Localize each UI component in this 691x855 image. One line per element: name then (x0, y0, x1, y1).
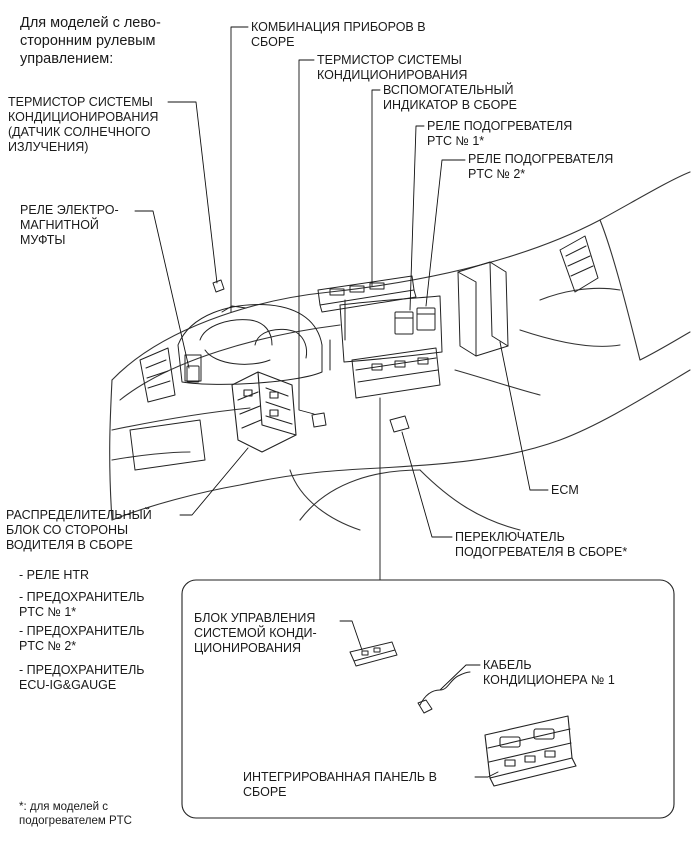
junction-block-item-ecu-ig-gauge-fuse: - ПРЕДОХРАНИТЕЛЬ ECU-IG&GAUGE (19, 663, 145, 693)
label-line: РАСПРЕДЕЛИТЕЛЬНЫЙ (6, 508, 152, 522)
left-air-vent (139, 347, 176, 403)
label-combination-meter: КОМБИНАЦИЯ ПРИБОРОВ В СБОРЕ (251, 20, 426, 50)
junction-block-item-ptc-fuse-1: - ПРЕДОХРАНИТЕЛЬ PTC № 1* (19, 590, 145, 620)
glovebox-outline (129, 419, 206, 471)
label-line: СБОРЕ (251, 35, 295, 49)
label-ecm: ECM (551, 483, 579, 498)
inset-ac-cable (417, 671, 471, 714)
label-line: ВОДИТЕЛЯ В СБОРЕ (6, 538, 133, 552)
label-line: РЕЛЕ ПОДОГРЕВАТЕЛЯ (468, 152, 614, 166)
title-line: Для моделей с лево- (20, 15, 161, 31)
label-heater-switch: ПЕРЕКЛЮЧАТЕЛЬ ПОДОГРЕВАТЕЛЯ В СБОРЕ* (455, 530, 627, 560)
label-line: КОНДИЦИОНЕРА № 1 (483, 673, 615, 687)
label-line: PTC № 1* (19, 605, 77, 619)
label-line: КОМБИНАЦИЯ ПРИБОРОВ В (251, 20, 426, 34)
label-line: ВСПОМОГАТЕЛЬНЫЙ (383, 83, 514, 97)
label-line: ТЕРМИСТОР СИСТЕМЫ (8, 95, 153, 109)
label-line: КАБЕЛЬ (483, 658, 532, 672)
title-line: управлением: (20, 51, 114, 67)
right-air-vent (559, 235, 599, 293)
diagram-title: Для моделей с лево- сторонним рулевым уп… (20, 14, 161, 68)
label-line: МАГНИТНОЙ (20, 218, 99, 232)
junction-block-item-htr-relay: - РЕЛЕ HTR (19, 568, 89, 583)
label-line: ИЗЛУЧЕНИЯ) (8, 140, 89, 154)
auxiliary-indicator (317, 275, 417, 313)
label-ptc-relay-1: РЕЛЕ ПОДОГРЕВАТЕЛЯ PTC № 1* (427, 119, 572, 149)
inset-ac-control-block (349, 641, 398, 667)
dashboard-outline (109, 171, 691, 531)
label-line: СБОРЕ (243, 785, 287, 799)
label-integrated-panel: ИНТЕГРИРОВАННАЯ ПАНЕЛЬ В СБОРЕ (243, 770, 437, 800)
footnote: *: для моделей с подогревателем PTC (19, 800, 132, 828)
label-line: РЕЛЕ ПОДОГРЕВАТЕЛЯ (427, 119, 573, 133)
label-line: РЕЛЕ ЭЛЕКТРО- (20, 203, 119, 217)
label-ptc-relay-2: РЕЛЕ ПОДОГРЕВАТЕЛЯ PTC № 2* (468, 152, 613, 182)
heater-switch (389, 415, 410, 433)
ac-thermistor-part (311, 412, 327, 428)
label-line: PTC № 1* (427, 134, 485, 148)
label-line: - ПРЕДОХРАНИТЕЛЬ (19, 590, 145, 604)
magnetic-clutch-relay (186, 365, 200, 383)
label-line: - РЕЛЕ HTR (19, 568, 90, 582)
title-line: сторонним рулевым (20, 33, 156, 49)
label-line: PTC № 2* (468, 167, 526, 181)
label-line: ИНТЕГРИРОВАННАЯ ПАНЕЛЬ В (243, 770, 437, 784)
label-line: ECM (551, 483, 579, 497)
label-line: *: для моделей с (19, 801, 108, 813)
inset-frame (181, 579, 675, 819)
label-line: - ПРЕДОХРАНИТЕЛЬ (19, 663, 145, 677)
label-line: ЦИОНИРОВАНИЯ (194, 641, 302, 655)
label-ac-thermistor: ТЕРМИСТОР СИСТЕМЫ КОНДИЦИОНИРОВАНИЯ (317, 53, 467, 83)
label-line: подогревателем PTC (19, 815, 132, 827)
label-line: СИСТЕМОЙ КОНДИ- (194, 626, 317, 640)
label-line: ПЕРЕКЛЮЧАТЕЛЬ (455, 530, 565, 544)
junction-block-item-ptc-fuse-2: - ПРЕДОХРАНИТЕЛЬ PTC № 2* (19, 624, 145, 654)
label-line: ECU-IG&GAUGE (19, 678, 117, 692)
ptc-relays (394, 307, 436, 335)
label-line: БЛОК СО СТОРОНЫ (6, 523, 129, 537)
label-line: PTC № 2* (19, 639, 77, 653)
label-ac-cable: КАБЕЛЬ КОНДИЦИОНЕРА № 1 (483, 658, 615, 688)
label-auxiliary-indicator: ВСПОМОГАТЕЛЬНЫЙ ИНДИКАТОР В СБОРЕ (383, 83, 517, 113)
label-line: ТЕРМИСТОР СИСТЕМЫ (317, 53, 462, 67)
label-line: БЛОК УПРАВЛЕНИЯ (194, 611, 316, 625)
label-junction-block: РАСПРЕДЕЛИТЕЛЬНЫЙ БЛОК СО СТОРОНЫ ВОДИТЕ… (6, 508, 152, 553)
label-line: - ПРЕДОХРАНИТЕЛЬ (19, 624, 145, 638)
label-line: ПОДОГРЕВАТЕЛЯ В СБОРЕ* (455, 545, 628, 559)
dash-ac-control-panel (351, 347, 441, 399)
label-solar-sensor: ТЕРМИСТОР СИСТЕМЫ КОНДИЦИОНИРОВАНИЯ (ДАТ… (8, 95, 158, 155)
solar-sensor (212, 279, 225, 293)
label-line: ИНДИКАТОР В СБОРЕ (383, 98, 518, 112)
label-line: КОНДИЦИОНИРОВАНИЯ (317, 68, 468, 82)
center-stack-outline (339, 295, 443, 363)
label-line: МУФТЫ (20, 233, 66, 247)
label-magnetic-clutch-relay: РЕЛЕ ЭЛЕКТРО- МАГНИТНОЙ МУФТЫ (20, 203, 119, 248)
label-ac-control-block: БЛОК УПРАВЛЕНИЯ СИСТЕМОЙ КОНДИ- ЦИОНИРОВ… (194, 611, 317, 656)
ecm-unit (457, 261, 509, 357)
label-line: КОНДИЦИОНИРОВАНИЯ (8, 110, 159, 124)
inset-integrated-panel (484, 715, 577, 787)
driver-side-junction-block (231, 371, 297, 453)
label-line: (ДАТЧИК СОЛНЕЧНОГО (8, 125, 151, 139)
leader-lines (134, 26, 549, 778)
combination-meter (177, 304, 323, 385)
